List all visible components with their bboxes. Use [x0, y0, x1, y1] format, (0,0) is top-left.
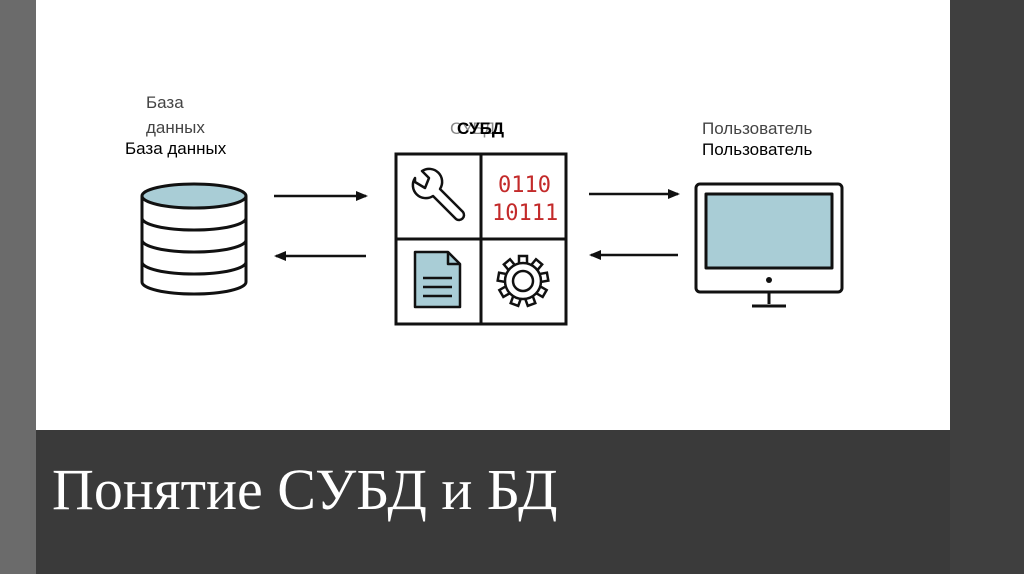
binary-line-1: 0110	[498, 173, 551, 198]
binary-line-2: 10111	[492, 201, 558, 226]
database-icon	[140, 182, 248, 296]
right-side-bar	[950, 0, 1024, 574]
database-label-faded-line2: данных	[146, 118, 205, 137]
title-band	[36, 430, 950, 574]
left-side-bar	[0, 0, 36, 574]
monitor-icon	[694, 182, 844, 308]
document-icon	[413, 250, 462, 309]
wrench-icon	[411, 167, 466, 222]
dbms-label-faded: СУБД	[450, 119, 496, 138]
user-label-faded: Пользователь	[702, 119, 813, 138]
database-label: База данных	[125, 139, 227, 158]
user-label: Пользователь	[702, 140, 813, 159]
slide-title: Понятие СУБД и БД	[52, 457, 558, 522]
gear-icon	[496, 254, 550, 308]
database-label-faded-line1: База	[146, 93, 184, 112]
dbms-label: СУБД	[457, 119, 504, 138]
